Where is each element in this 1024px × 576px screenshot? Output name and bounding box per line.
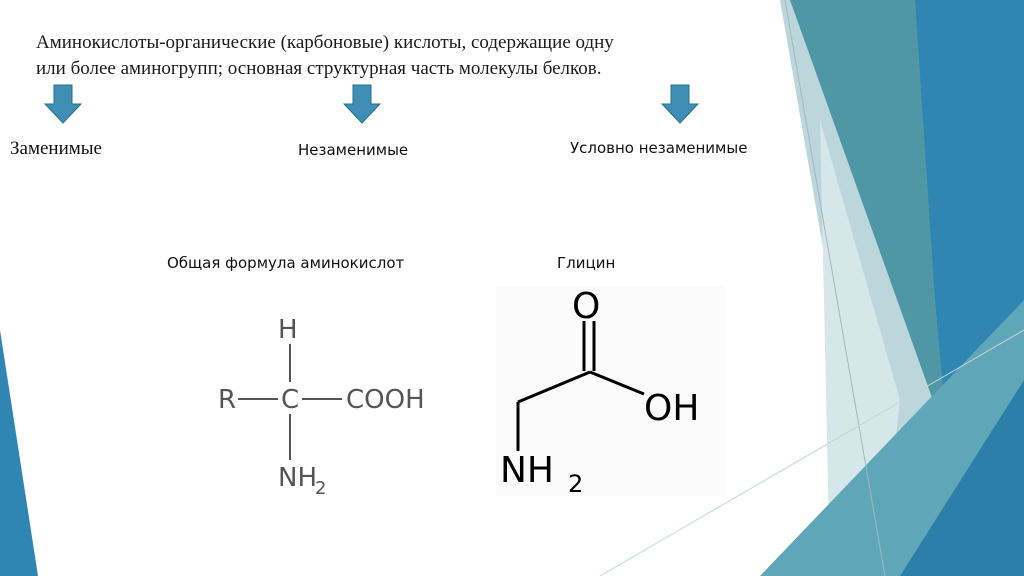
group-nh: NH [500,450,554,491]
group-cooh: COOH [346,385,425,415]
deco-left-bar [0,330,38,576]
definition-line-2: или более аминогрупп; основная структурн… [36,58,602,79]
arrow-down-icon [661,84,699,124]
group-oh: OH [644,388,699,429]
atom-r: R [218,385,236,415]
category-replaceable: Заменимые [10,138,102,159]
atom-o: O [572,286,600,327]
arrow-down-icon [44,84,82,124]
definition-text: Аминокислоты-органические (карбоновые) к… [36,30,736,82]
subscript-2: 2 [315,478,326,499]
bond-c-ch2 [517,370,591,404]
arrow-down-icon [343,84,381,124]
subscript-2: 2 [568,470,583,496]
glycine-caption: Глицин [557,254,616,272]
atom-c: C [281,385,299,415]
deco-line-2 [599,329,1024,576]
definition-line-1: Аминокислоты-органические (карбоновые) к… [36,32,614,53]
glycine-structure: O OH NH 2 [496,286,726,496]
deco-line-1 [784,0,886,576]
atom-h: H [278,315,298,345]
general-formula-caption: Общая формула аминокислот [167,254,405,272]
group-nh: NH [278,463,317,493]
category-conditionally-essential: Условно незаменимые [570,139,748,157]
deco-shard-dark [900,380,1024,576]
category-essential: Незаменимые [298,141,409,159]
general-formula-structure: H R C COOH NH 2 [218,315,425,499]
bond-c-oh [589,370,645,396]
